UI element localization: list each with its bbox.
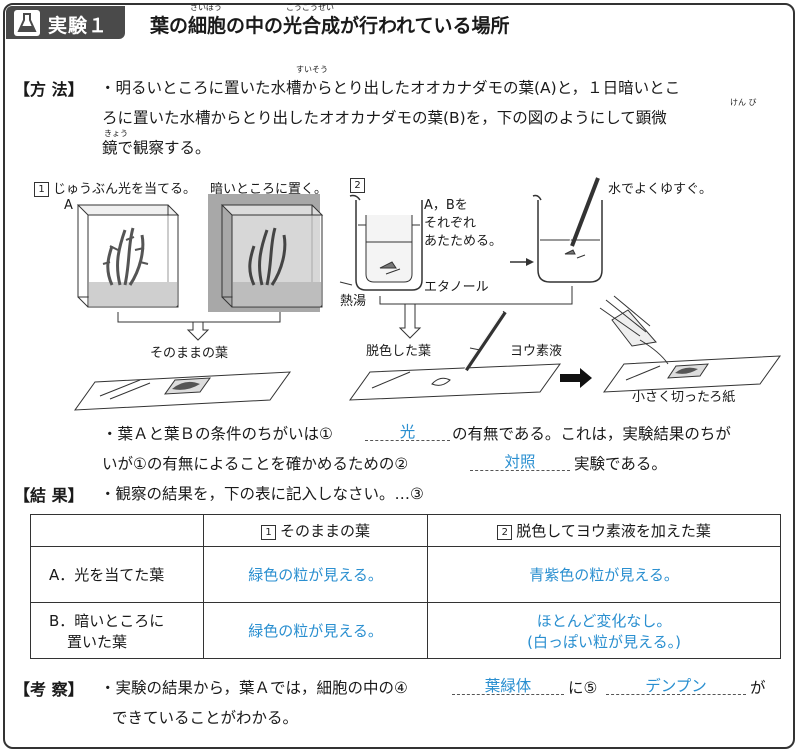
- consideration-label: 【考 察】: [14, 680, 84, 699]
- beaker-rinse: [532, 177, 603, 283]
- tank-b: [208, 194, 324, 312]
- ruby-kenbi: けん び: [730, 98, 757, 107]
- warm-line-2: それぞれ: [424, 216, 477, 231]
- consideration-line-1-mid: に⑤: [568, 679, 598, 697]
- answer-blank-1: 光: [365, 420, 450, 441]
- row-b-as-is: 緑色の粒が見える。: [202, 602, 429, 659]
- tank-a-label: A: [64, 198, 73, 213]
- consideration-line-1-post: が: [750, 679, 766, 697]
- tank-a: [76, 204, 180, 308]
- answer-blank-2: 対照: [470, 450, 570, 471]
- filter-paper-label: 小さく切ったろ紙: [632, 390, 736, 405]
- iodine-label: ヨウ素液: [510, 344, 563, 359]
- rinse-label: 水でよくゆすぐ。: [608, 182, 713, 197]
- decolored-leaf-label: 脱色した葉: [366, 344, 432, 359]
- row-b-iodine: ほとんど変化なし。(白っぽい粒が見える。): [427, 602, 781, 659]
- table-row: B．暗いところに置いた葉 緑色の粒が見える。 ほとんど変化なし。(白っぽい粒が見…: [30, 602, 781, 659]
- experiment-badge: 実験１: [6, 6, 125, 39]
- answer-blank-5: デンプン: [606, 674, 746, 695]
- method-line-1: ・明るいところに置いた水槽からとり出したオオカナダモの葉(A)と，１日暗いとこ: [100, 79, 681, 97]
- consideration-line-2: できていることがわかる。: [112, 709, 299, 727]
- row-a-iodine: 青紫色の粒が見える。: [427, 546, 781, 603]
- ethanol-label: エタノール: [424, 280, 489, 295]
- result-label: 【結 果】: [14, 486, 84, 505]
- step1-dark-label: 暗いところに置く。: [210, 182, 328, 197]
- row-a-as-is: 緑色の粒が見える。: [202, 546, 429, 603]
- slide-decolored: [348, 310, 562, 401]
- step2-label: 2: [350, 178, 369, 193]
- warm-line-3: あたためる。: [424, 234, 503, 249]
- method-line-2: ろに置いた水槽からとり出したオオカナダモの葉(B)を，下の図のようにして顕微: [102, 109, 667, 127]
- condition-line-1-pre: ・葉Ａと葉Ｂの条件のちがいは①: [102, 425, 333, 443]
- slide-as-is: [73, 371, 292, 411]
- condition-line-2-post: 実験である。: [574, 455, 667, 473]
- badge-label: 実験１: [48, 15, 109, 37]
- ruby-kougousei: こうごうせい: [286, 3, 334, 12]
- condition-line-2-pre: いが①の有無によることを確かめるための②: [102, 455, 409, 473]
- table-row: A．光を当てた葉 緑色の粒が見える。 青紫色の粒が見える。: [30, 546, 781, 603]
- condition-line-1-post: の有無である。これは，実験結果のちが: [452, 425, 731, 443]
- page-title: 葉の細胞の中の光合成が行われている場所: [150, 15, 510, 37]
- ruby-kyou: きょう: [104, 129, 128, 138]
- leaf-as-is-label: そのままの葉: [150, 346, 229, 361]
- table-corner: [30, 514, 204, 547]
- row-b-label: B．暗いところに置いた葉: [30, 602, 204, 659]
- beaker-hot-water: [339, 194, 423, 291]
- slide-filter-paper: [599, 295, 782, 393]
- method-label: 【方 法】: [14, 80, 84, 99]
- answer-blank-4: 葉緑体: [452, 674, 564, 695]
- warm-line-1: A，Bを: [424, 198, 468, 213]
- row-a-label: A．光を当てた葉: [30, 546, 204, 603]
- ruby-suisou: すいそう: [296, 65, 328, 74]
- consideration-line-1-pre: ・実験の結果から，葉Ａでは，細胞の中の④: [100, 679, 408, 697]
- flask-icon: [14, 10, 40, 36]
- result-instruction: ・観察の結果を，下の表に記入しなさい。…③: [100, 485, 424, 503]
- worksheet-frame: [3, 3, 795, 749]
- hot-water-label: 熱湯: [340, 294, 367, 309]
- ruby-saibou: さいぼう: [190, 3, 222, 12]
- method-line-3: 鏡で観察する。: [102, 139, 211, 157]
